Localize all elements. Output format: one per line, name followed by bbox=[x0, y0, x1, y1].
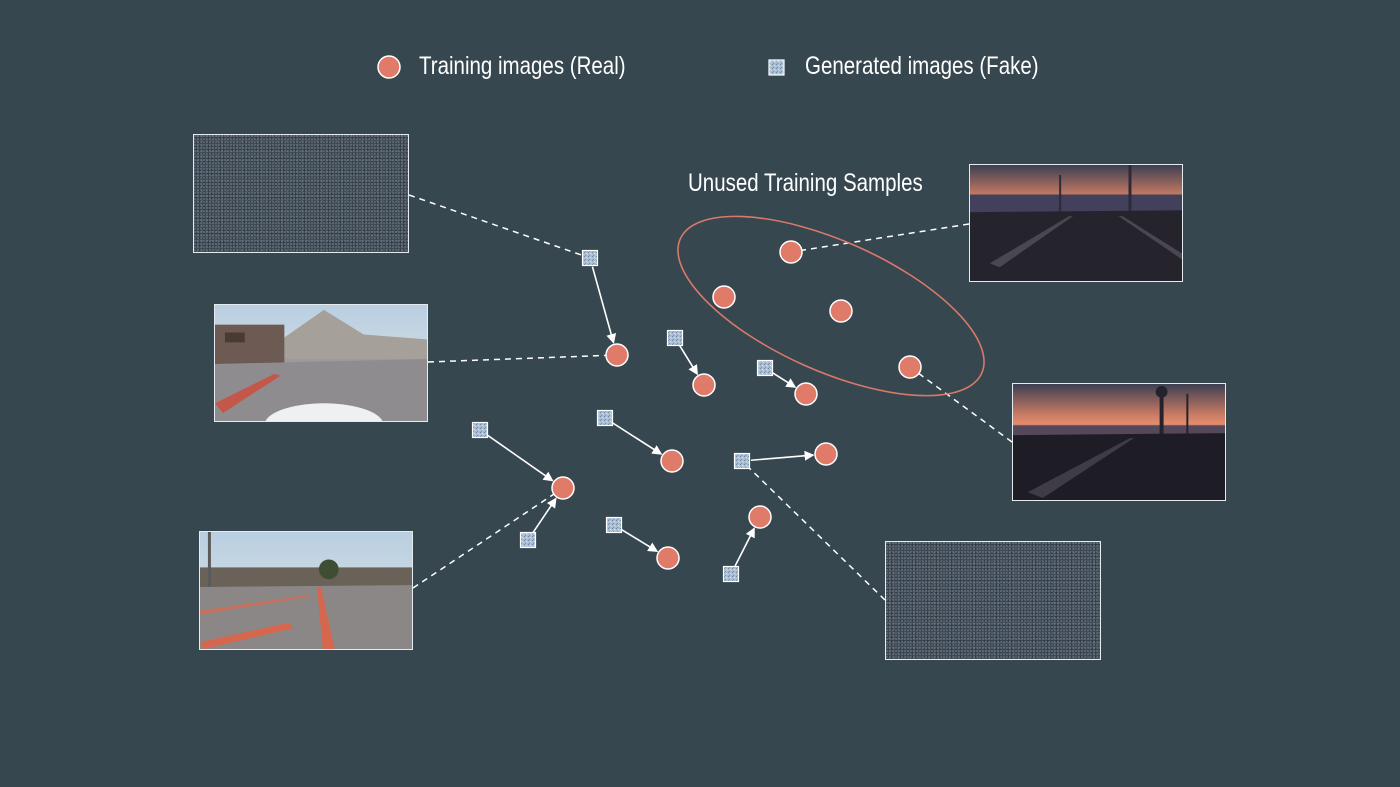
generator-arrow bbox=[734, 527, 755, 567]
generated-fake-point bbox=[666, 329, 684, 347]
dashed-connector bbox=[412, 487, 564, 589]
generator-arrow bbox=[772, 372, 797, 388]
road-photo-thumbnail bbox=[1012, 383, 1226, 501]
legend-real-label: Training images (Real) bbox=[419, 52, 626, 80]
noise-image-thumbnail bbox=[885, 541, 1101, 660]
generator-arrow bbox=[486, 434, 554, 482]
legend-fake-label: Generated images (Fake) bbox=[805, 52, 1039, 80]
unused-training-samples-label: Unused Training Samples bbox=[688, 169, 923, 197]
generated-fake-point bbox=[605, 516, 623, 534]
dashed-connector bbox=[408, 194, 591, 259]
road-photo-thumbnail bbox=[214, 304, 428, 422]
generated-fake-point bbox=[596, 409, 614, 427]
noise-image-thumbnail bbox=[193, 134, 409, 253]
generated-fake-point bbox=[756, 359, 774, 377]
road-photo-thumbnail bbox=[199, 531, 413, 650]
arrow-layer bbox=[486, 266, 815, 567]
real-training-point bbox=[712, 285, 736, 309]
real-points-layer bbox=[551, 240, 922, 570]
dashed-connector bbox=[741, 460, 886, 601]
road-scene-illustration bbox=[1013, 385, 1225, 500]
dashed-connector bbox=[427, 354, 618, 363]
real-training-point bbox=[794, 382, 818, 406]
generated-fake-point bbox=[519, 531, 537, 549]
generated-fake-point bbox=[733, 452, 751, 470]
real-training-point bbox=[656, 546, 680, 570]
real-training-point bbox=[814, 442, 838, 466]
legend-real-icon bbox=[377, 55, 401, 79]
real-training-point bbox=[692, 373, 716, 397]
road-scene-illustration bbox=[970, 165, 1182, 281]
generator-arrow bbox=[750, 450, 815, 462]
unused-samples-ellipse bbox=[677, 215, 985, 397]
real-training-point bbox=[898, 355, 922, 379]
real-training-point bbox=[605, 343, 629, 367]
legend-markers bbox=[377, 55, 785, 79]
generator-arrow bbox=[612, 422, 663, 455]
road-photo-thumbnail bbox=[969, 164, 1183, 282]
real-training-point bbox=[660, 449, 684, 473]
fake-points-layer bbox=[471, 249, 774, 583]
road-scene-illustration bbox=[200, 532, 412, 649]
generator-arrow bbox=[532, 497, 557, 533]
dashed-connector bbox=[909, 366, 1013, 443]
real-training-point bbox=[829, 299, 853, 323]
generator-arrow bbox=[679, 345, 698, 376]
dashed-connector-layer bbox=[408, 194, 1013, 601]
dashed-connector bbox=[790, 223, 970, 253]
legend-fake-icon bbox=[768, 59, 785, 76]
generated-fake-point bbox=[722, 565, 740, 583]
generator-arrow bbox=[591, 266, 617, 344]
real-training-point bbox=[551, 476, 575, 500]
generated-fake-point bbox=[471, 421, 489, 439]
generator-arrow bbox=[621, 529, 659, 553]
real-training-point bbox=[779, 240, 803, 264]
generated-fake-point bbox=[581, 249, 599, 267]
real-training-point bbox=[748, 505, 772, 529]
road-scene-illustration bbox=[215, 309, 427, 421]
